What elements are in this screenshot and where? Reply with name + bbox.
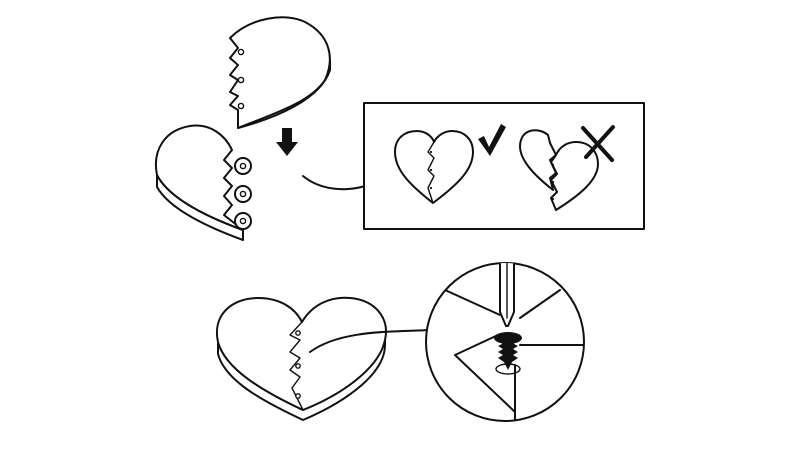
screwdriver-icon xyxy=(499,263,515,327)
check-icon xyxy=(478,124,506,156)
heart-half-lower-icon xyxy=(154,124,252,241)
step-1-heart-halves xyxy=(154,16,366,241)
callout-box xyxy=(363,102,645,230)
detail-pointer xyxy=(309,329,431,353)
heart-incorrect-icon xyxy=(519,129,599,211)
heart-correct-icon xyxy=(394,130,474,204)
callout-pointer xyxy=(302,175,366,191)
cross-icon xyxy=(581,125,615,162)
step-2-assembled-heart xyxy=(215,296,431,421)
arrow-down-icon xyxy=(276,128,298,156)
heart-half-upper-icon xyxy=(229,16,331,129)
detail-zoom-circle xyxy=(425,262,585,422)
screw-icon xyxy=(494,332,522,375)
